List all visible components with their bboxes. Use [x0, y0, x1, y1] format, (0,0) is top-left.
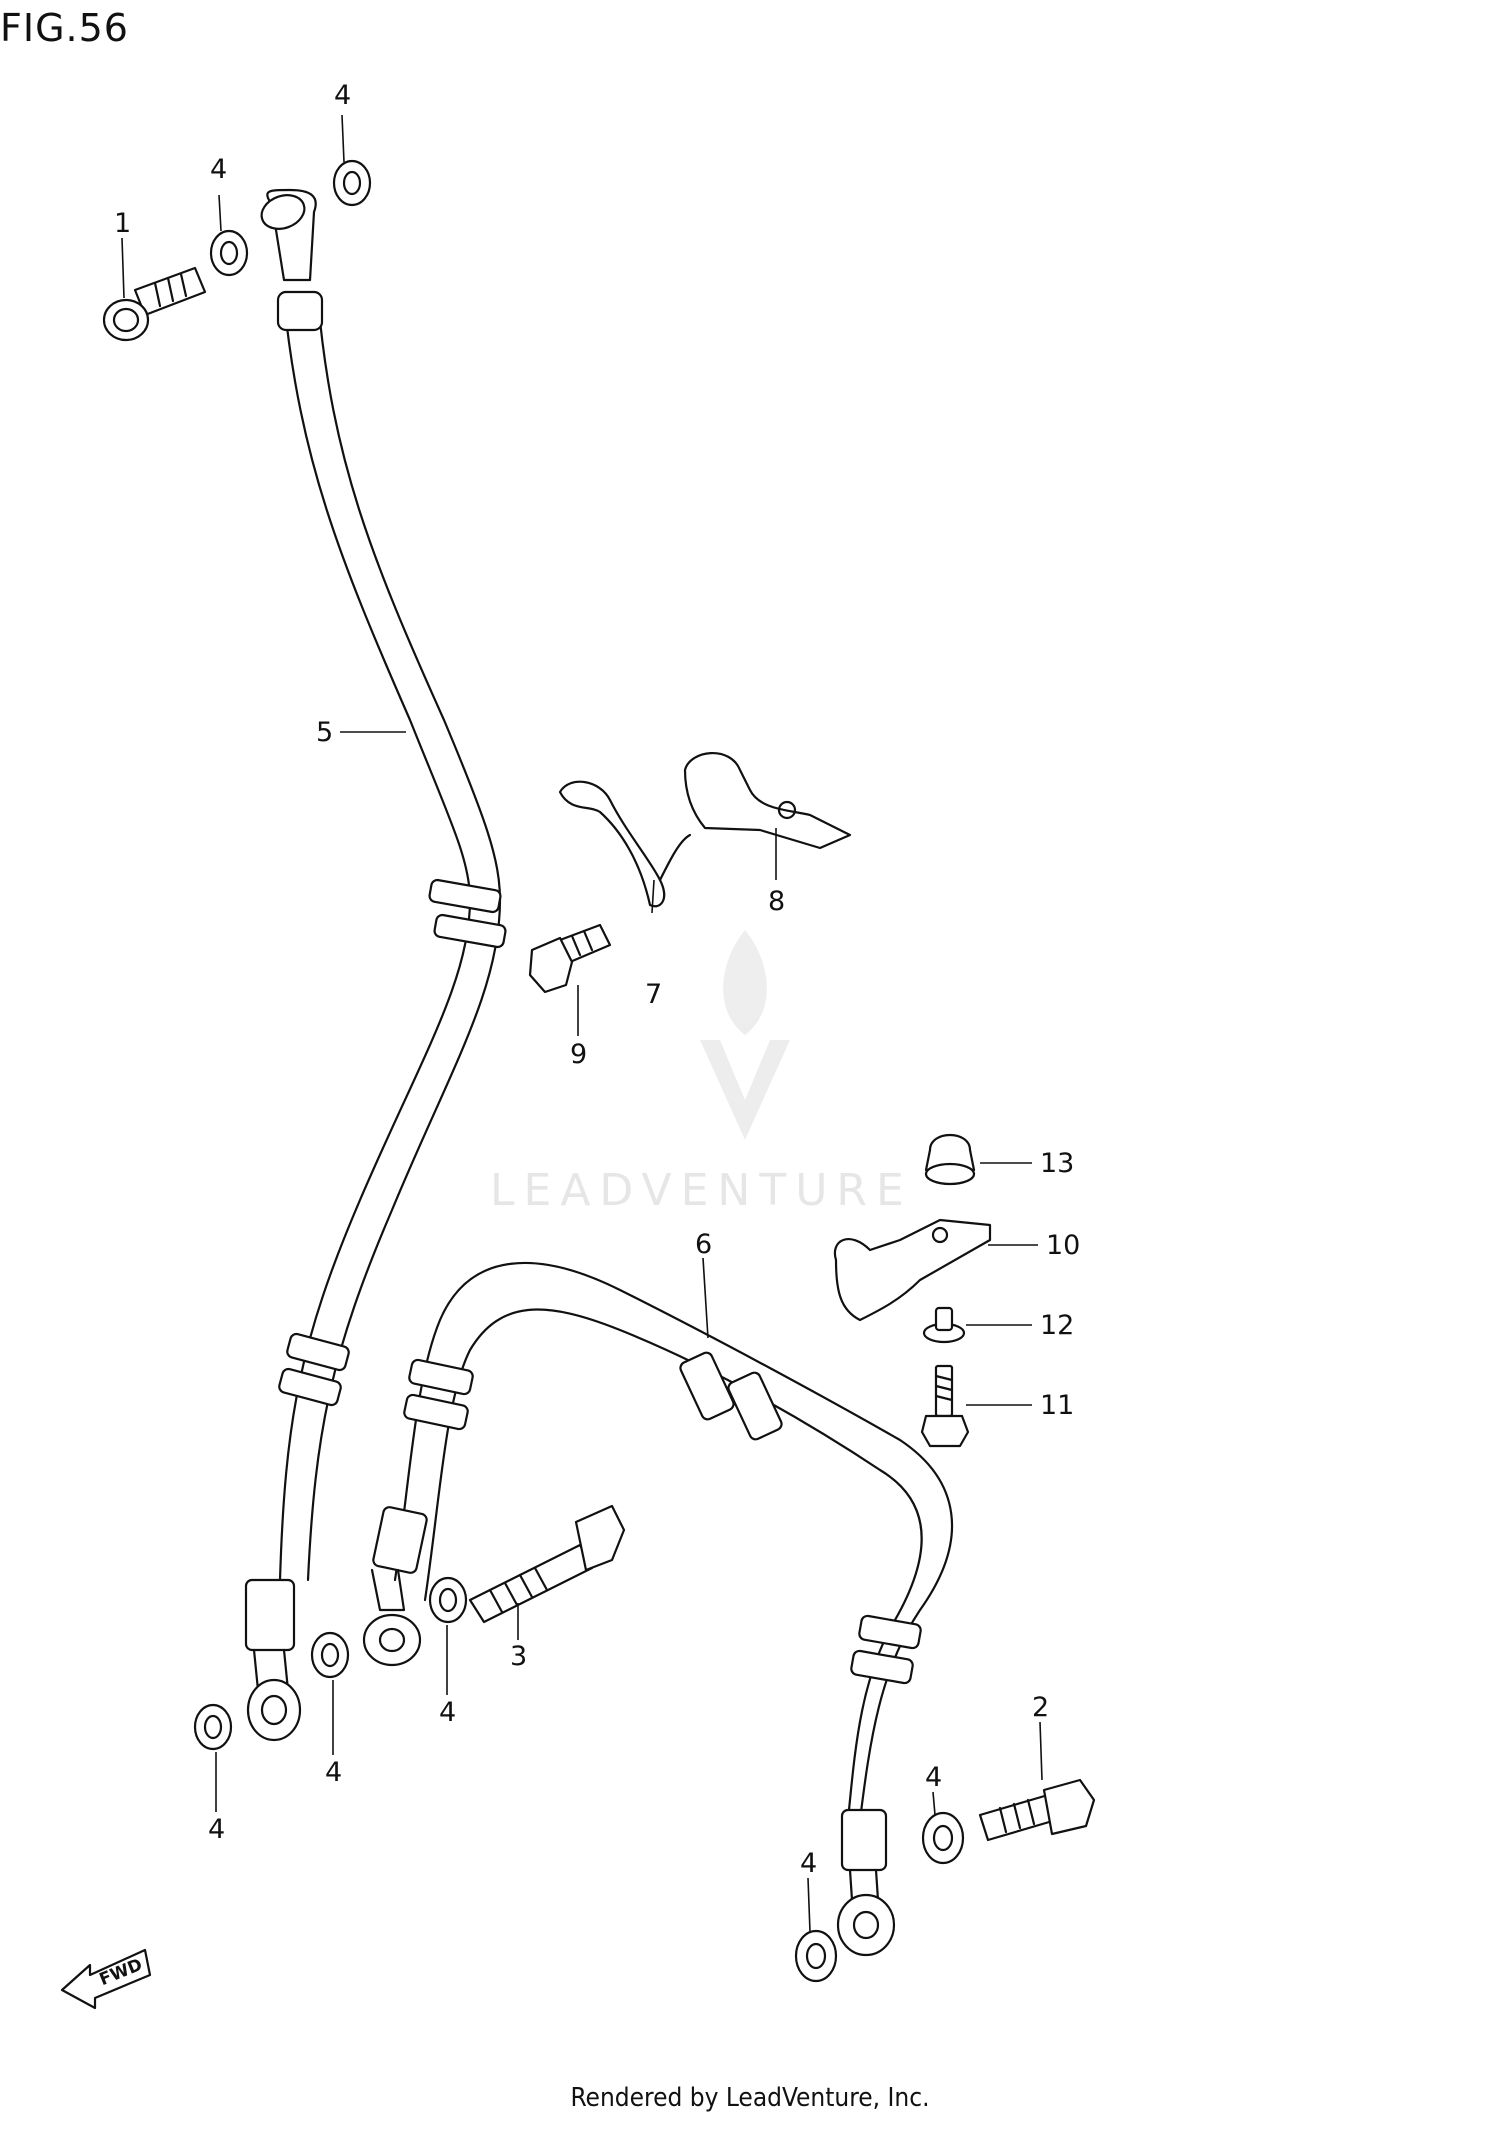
callout-4: 4	[800, 1848, 817, 1879]
washer-4-group	[193, 159, 965, 1983]
washer-icon[interactable]	[794, 1929, 838, 1983]
washer-icon[interactable]	[209, 229, 249, 277]
nut-13[interactable]	[924, 1134, 976, 1186]
callout-12: 12	[1040, 1310, 1074, 1341]
washer-12[interactable]	[922, 1306, 966, 1344]
fwd-arrow-icon: FWD	[60, 1948, 152, 2010]
callout-5: 5	[316, 717, 333, 748]
hose-clip-7[interactable]	[558, 780, 692, 908]
callout-4: 4	[325, 1757, 342, 1788]
callout-6: 6	[695, 1229, 712, 1260]
clamp-10[interactable]	[833, 1218, 992, 1322]
bolt-11[interactable]	[920, 1364, 970, 1448]
bolt-9[interactable]	[528, 923, 612, 994]
union-bolt-3[interactable]	[468, 1504, 626, 1624]
figure-title: FIG.56	[0, 6, 129, 50]
brake-hose-lower[interactable]	[362, 1261, 953, 1957]
render-credit: Rendered by LeadVenture, Inc.	[570, 2083, 930, 2113]
callout-3: 3	[510, 1641, 527, 1672]
callout-7: 7	[645, 979, 662, 1010]
callout-4: 4	[334, 80, 351, 111]
callout-4: 4	[208, 1814, 225, 1845]
callout-4: 4	[210, 154, 227, 185]
union-bolt-1[interactable]	[102, 266, 207, 342]
callout-11: 11	[1040, 1390, 1074, 1421]
washer-icon[interactable]	[921, 1811, 965, 1865]
brake-hose-upper[interactable]	[244, 188, 507, 1742]
callout-8: 8	[768, 886, 785, 917]
washer-icon[interactable]	[332, 159, 372, 207]
washer-icon[interactable]	[428, 1576, 468, 1624]
washer-icon[interactable]	[310, 1631, 350, 1679]
hose-clamp-8[interactable]	[683, 752, 852, 850]
union-bolt-2[interactable]	[978, 1778, 1096, 1842]
callout-2: 2	[1032, 1692, 1049, 1723]
leadventure-watermark: LEADVENTURE	[490, 930, 913, 1216]
callout-labels: 1 2 3 4 4 4 4 4 4 4 5 6 7 8 9 10 11 12 1…	[114, 80, 1080, 1879]
leader-lines	[121, 114, 1043, 1933]
callout-1: 1	[114, 208, 131, 239]
callout-4: 4	[925, 1762, 942, 1793]
washer-icon[interactable]	[193, 1703, 233, 1751]
callout-13: 13	[1040, 1148, 1074, 1179]
callout-10: 10	[1046, 1230, 1080, 1261]
callout-4: 4	[439, 1697, 456, 1728]
watermark-text: LEADVENTURE	[490, 1165, 913, 1216]
callout-9: 9	[570, 1039, 587, 1070]
